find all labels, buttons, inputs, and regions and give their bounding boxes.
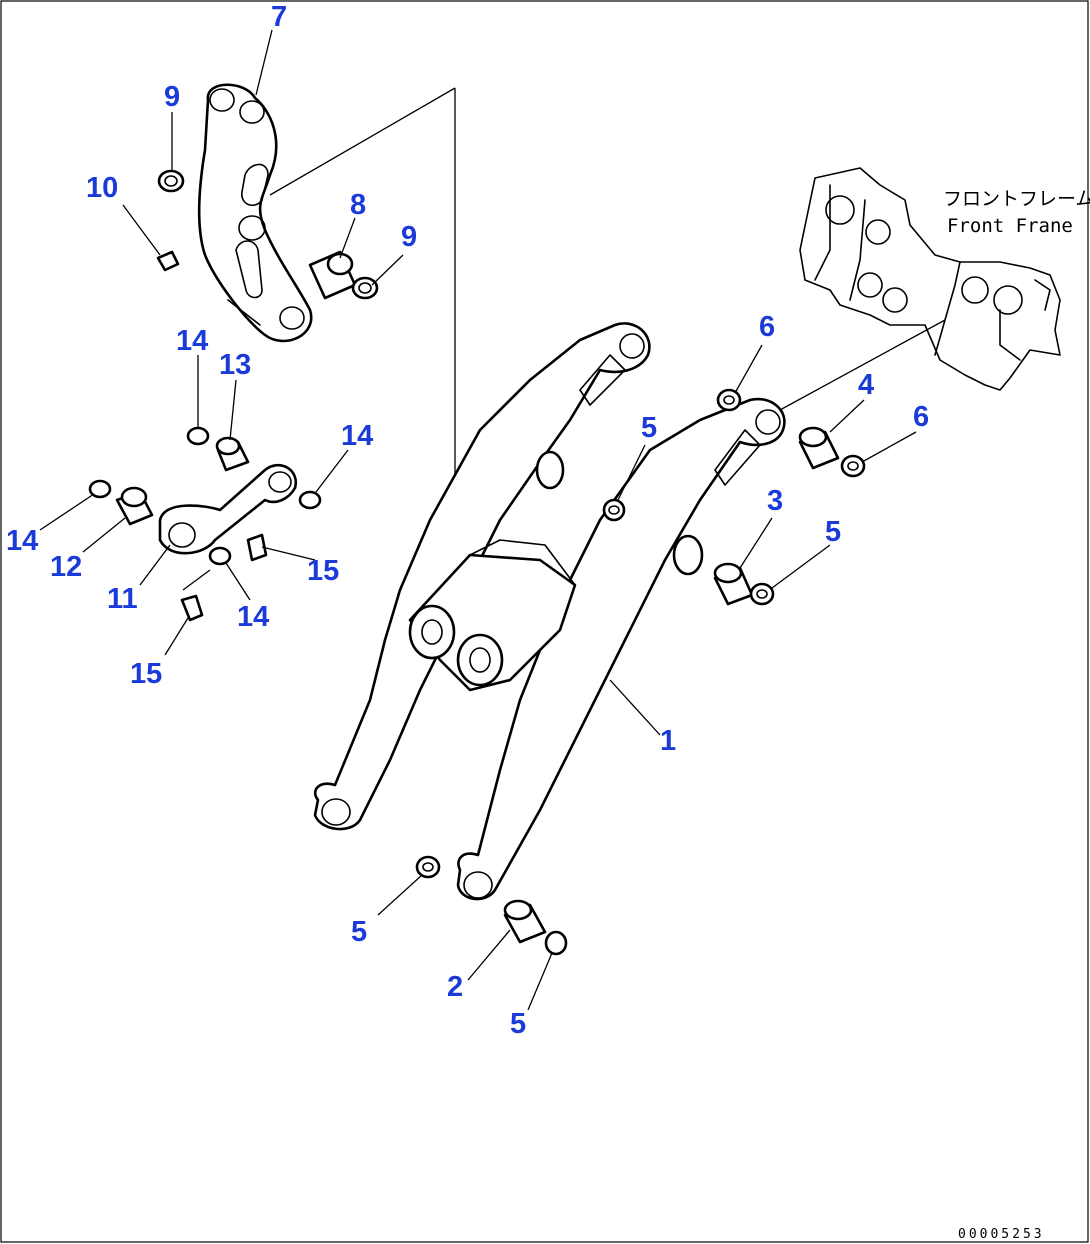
callout-9-upper: 9 (164, 81, 180, 113)
callout-9-lower: 9 (401, 221, 417, 253)
leader-lines (39, 29, 917, 1011)
callout-1: 1 (660, 725, 676, 757)
front-frame-label-jp: フロントフレーム (943, 188, 1090, 210)
callout-3: 3 (767, 485, 783, 517)
callouts: 7 9 10 8 9 14 13 14 14 12 11 14 15 15 6 … (6, 1, 929, 1040)
callout-6-right: 6 (913, 401, 929, 433)
callout-4: 4 (858, 369, 874, 401)
callout-5-right: 5 (825, 516, 841, 548)
pins-and-washers (415, 388, 866, 956)
boom-arm-right (456, 397, 786, 901)
callout-6-upper: 6 (759, 311, 775, 343)
callout-15-bottom: 15 (130, 658, 162, 690)
callout-2: 2 (447, 971, 463, 1003)
callout-5-lower-left: 5 (351, 916, 367, 948)
bell-crank (197, 83, 313, 343)
drawing-code: 00005253 (958, 1227, 1045, 1242)
callout-14-top: 14 (176, 325, 208, 357)
callout-10: 10 (86, 172, 118, 204)
boom-arm-left (313, 322, 651, 831)
front-frame-label-en: Front Frane (947, 215, 1073, 237)
callout-14-right: 14 (341, 420, 373, 452)
callout-12: 12 (50, 551, 82, 583)
callout-5-bottom: 5 (510, 1008, 526, 1040)
link-11 (88, 426, 322, 622)
callout-7: 7 (271, 1, 287, 33)
callout-5-arm: 5 (641, 412, 657, 444)
callout-11: 11 (107, 583, 138, 615)
front-frame: フロントフレーム Front Frane (799, 167, 1090, 391)
callout-13: 13 (219, 349, 251, 381)
small-parts-upper (156, 169, 379, 300)
boom-cross-tube (408, 539, 577, 692)
callout-15-right: 15 (307, 555, 339, 587)
pin-8 (308, 250, 357, 300)
callout-14-bottom: 14 (237, 601, 269, 633)
callout-8: 8 (350, 189, 366, 221)
callout-14-left: 14 (6, 525, 38, 557)
